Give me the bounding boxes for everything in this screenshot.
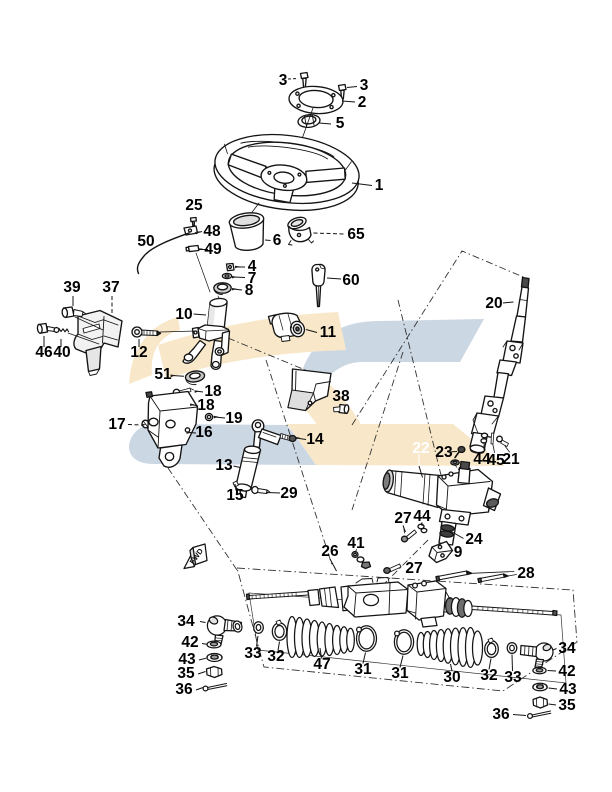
svg-text:37: 37: [102, 279, 119, 296]
svg-text:42: 42: [181, 634, 198, 651]
svg-text:44: 44: [413, 508, 431, 525]
svg-text:49: 49: [204, 241, 222, 258]
svg-text:22: 22: [412, 440, 429, 457]
svg-text:26: 26: [321, 543, 339, 560]
svg-text:2: 2: [358, 94, 367, 111]
svg-text:4: 4: [248, 258, 257, 275]
svg-text:28: 28: [517, 565, 535, 582]
svg-text:16: 16: [195, 424, 213, 441]
svg-text:48: 48: [203, 223, 221, 240]
svg-text:27: 27: [405, 560, 422, 577]
svg-text:6: 6: [273, 232, 282, 249]
svg-text:12: 12: [130, 344, 147, 361]
svg-text:50: 50: [137, 233, 154, 250]
svg-text:35: 35: [558, 697, 576, 714]
svg-text:44: 44: [473, 451, 491, 468]
svg-text:14: 14: [306, 431, 324, 448]
svg-text:5: 5: [336, 115, 345, 132]
svg-text:43: 43: [559, 681, 577, 698]
svg-text:40: 40: [53, 344, 70, 361]
svg-text:47: 47: [313, 656, 330, 673]
svg-text:15: 15: [226, 487, 244, 504]
svg-text:34: 34: [558, 640, 576, 657]
svg-text:3: 3: [279, 72, 288, 89]
svg-text:7: 7: [248, 270, 257, 287]
svg-text:23: 23: [435, 444, 453, 461]
svg-text:34: 34: [177, 613, 195, 630]
svg-text:32: 32: [480, 667, 497, 684]
svg-text:33: 33: [244, 645, 262, 662]
svg-text:46: 46: [35, 344, 53, 361]
svg-text:31: 31: [391, 665, 409, 682]
svg-text:30: 30: [443, 669, 460, 686]
svg-text:43: 43: [178, 651, 196, 668]
svg-text:25: 25: [185, 197, 203, 214]
svg-text:39: 39: [63, 279, 81, 296]
svg-text:18: 18: [197, 397, 215, 414]
svg-text:38: 38: [332, 388, 350, 405]
svg-text:65: 65: [347, 226, 365, 243]
svg-text:18: 18: [204, 383, 222, 400]
svg-text:9: 9: [454, 544, 463, 561]
svg-text:51: 51: [154, 366, 172, 383]
svg-text:35: 35: [177, 665, 195, 682]
svg-text:36: 36: [492, 706, 510, 723]
svg-text:11: 11: [320, 324, 337, 341]
svg-text:19: 19: [225, 410, 243, 427]
svg-text:32: 32: [267, 648, 284, 665]
svg-text:33: 33: [504, 669, 522, 686]
svg-text:27: 27: [394, 510, 411, 527]
svg-text:1: 1: [375, 177, 384, 194]
svg-text:20: 20: [485, 295, 502, 312]
svg-text:8: 8: [245, 282, 254, 299]
svg-text:21: 21: [502, 451, 520, 468]
svg-text:3: 3: [360, 77, 369, 94]
svg-text:36: 36: [175, 681, 193, 698]
svg-text:24: 24: [465, 531, 483, 548]
svg-text:31: 31: [354, 661, 372, 678]
svg-text:29: 29: [280, 485, 298, 502]
svg-text:60: 60: [342, 272, 359, 289]
svg-text:41: 41: [347, 535, 365, 552]
svg-text:42: 42: [558, 663, 575, 680]
svg-text:13: 13: [215, 457, 233, 474]
svg-text:10: 10: [175, 306, 192, 323]
svg-text:17: 17: [108, 416, 125, 433]
svg-text:45: 45: [487, 452, 505, 469]
